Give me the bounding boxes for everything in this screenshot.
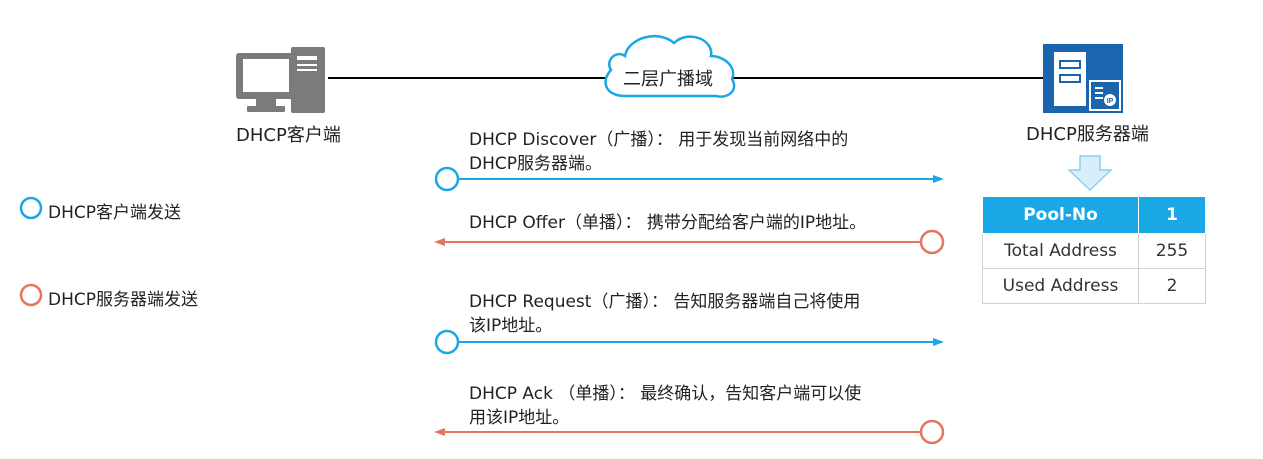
legend-server-label: DHCP服务器端发送 (48, 290, 198, 310)
legend-client-label: DHCP客户端发送 (48, 203, 181, 223)
discover-line-1: DHCP Discover（广播）： 用于发现当前网络中的 (469, 130, 849, 150)
desktop-computer-icon (236, 47, 325, 113)
total-address-value: 255 (1138, 233, 1206, 269)
total-address-label: Total Address (982, 233, 1139, 269)
offer-message: DHCP Offer（单播）： 携带分配给客户端的IP地址。 (469, 211, 939, 235)
legend-client-circle (19, 196, 43, 220)
server-label: DHCP服务器端 (1026, 124, 1149, 145)
offer-arrow (434, 229, 945, 255)
client-label: DHCP客户端 (236, 125, 341, 146)
down-arrow-icon (1067, 155, 1113, 192)
address-pool-table: Pool-No 1 Total Address 255 Used Address… (982, 196, 1206, 304)
discover-line-2: DHCP服务器端。 (469, 154, 602, 174)
table-header-row: Pool-No 1 (982, 196, 1206, 234)
ack-line-1: DHCP Ack （单播）： 最终确认，告知客户端可以使 (469, 384, 862, 404)
table-row: Total Address 255 (982, 233, 1206, 269)
used-address-label: Used Address (982, 268, 1139, 304)
cloud-icon (604, 34, 736, 98)
server-icon: IP (1043, 44, 1123, 113)
request-line-1: DHCP Request（广播）： 告知服务器端自己将使用 (469, 292, 861, 312)
legend-server-circle (19, 283, 43, 307)
table-row: Used Address 2 (982, 268, 1206, 304)
discover-message: DHCP Discover（广播）： 用于发现当前网络中的 DHCP服务器端。 (469, 128, 939, 176)
ack-line-2: 用该IP地址。 (469, 408, 570, 428)
ack-message: DHCP Ack （单播）： 最终确认，告知客户端可以使 用该IP地址。 (469, 382, 939, 430)
used-address-value: 2 (1138, 268, 1206, 304)
broadcast-domain-label: 二层广播域 (623, 69, 713, 90)
request-message: DHCP Request（广播）： 告知服务器端自己将使用 该IP地址。 (469, 290, 939, 338)
ack-arrow (434, 419, 945, 445)
pool-no-value: 1 (1138, 196, 1206, 234)
svg-text:IP: IP (1107, 98, 1114, 105)
request-arrow (434, 329, 944, 355)
pool-no-header: Pool-No (982, 196, 1139, 234)
request-line-2: 该IP地址。 (469, 316, 553, 336)
offer-line-1: DHCP Offer（单播）： 携带分配给客户端的IP地址。 (469, 213, 867, 233)
discover-arrow (434, 166, 944, 192)
